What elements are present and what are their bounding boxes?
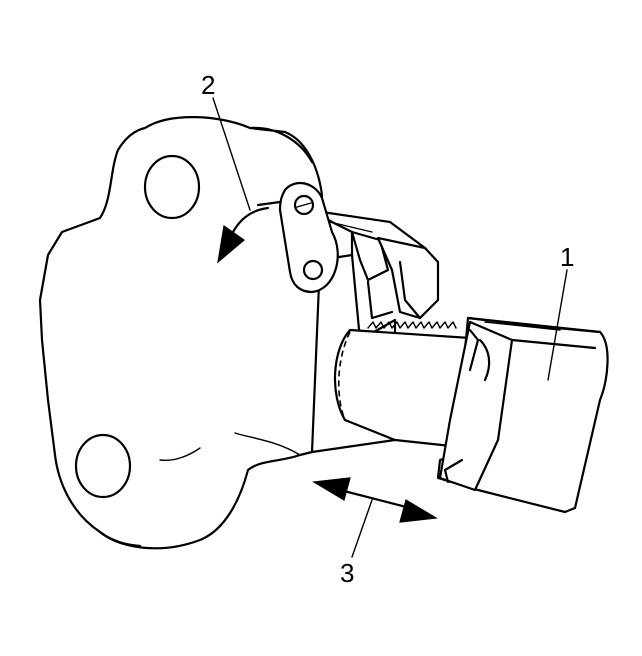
lower-mounting-hole [74,433,132,499]
upper-mounting-hole [143,154,201,220]
callout-3: 3 [340,558,354,588]
callout-2: 2 [201,70,215,100]
lock-plate [256,181,339,294]
callout-1: 1 [560,242,574,272]
plunger [333,321,472,450]
pivot-hole [302,259,324,281]
leader-3 [351,499,373,558]
leader-2 [212,97,251,211]
motion-arrow [312,477,438,523]
rotation-arrow [217,206,270,264]
leader-1 [547,269,568,381]
tensioner-shoe [436,316,609,514]
